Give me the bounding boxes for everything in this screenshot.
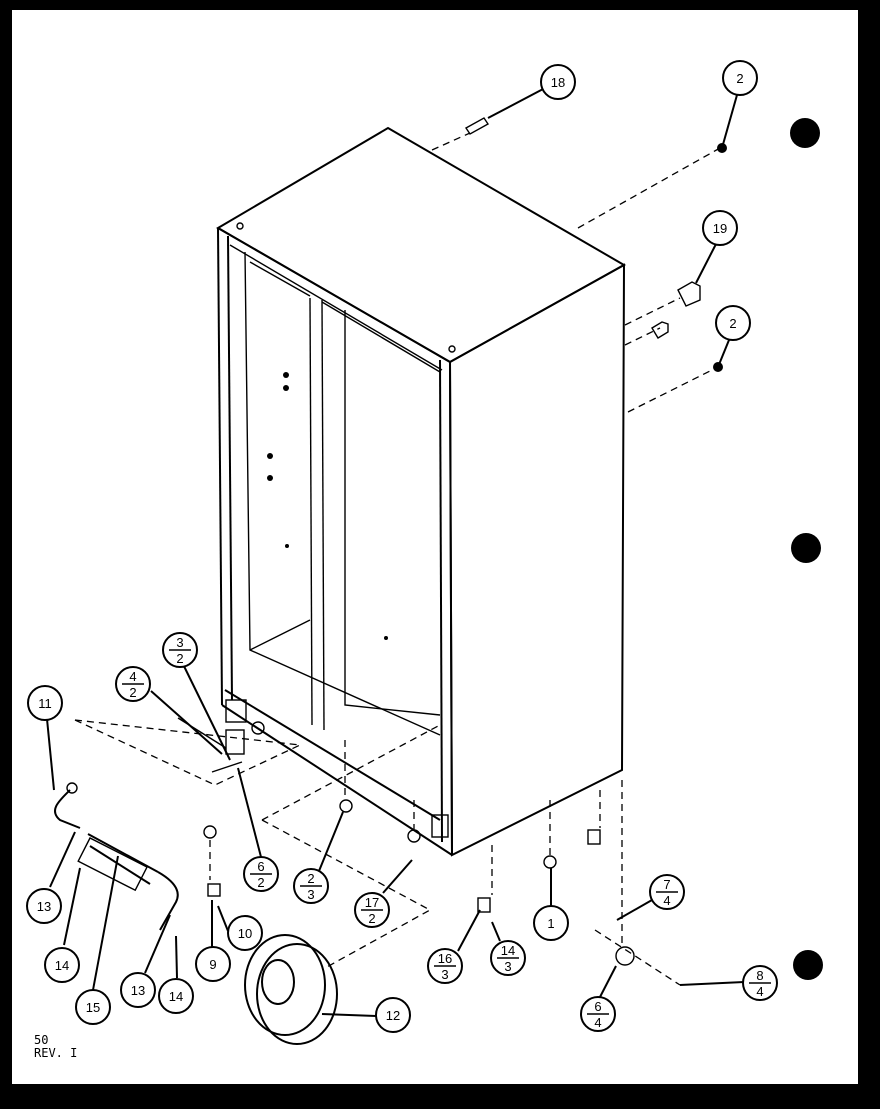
callout-c9: 9 <box>195 946 231 982</box>
callout-c8-4: 8 4 <box>742 965 778 1001</box>
callout-label: 9 <box>209 957 216 972</box>
callout-c13b: 13 <box>120 972 156 1008</box>
registration-mark <box>791 533 821 563</box>
callout-c18: 18 <box>540 64 576 100</box>
callout-label: 19 <box>713 221 727 236</box>
callout-label-bottom: 4 <box>594 1015 601 1030</box>
footer-revision: REV. I <box>34 1046 77 1060</box>
callout-label: 13 <box>37 899 51 914</box>
callout-label: 11 <box>38 696 52 711</box>
leader-lines <box>46 657 745 998</box>
refrigerator-cabinet <box>216 126 627 857</box>
callout-label-top: 17 <box>365 895 379 910</box>
callout-c1: 1 <box>533 905 569 941</box>
callout-label-top: 14 <box>501 943 515 958</box>
callout-label-top: 2 <box>307 871 314 886</box>
bottom-hardware <box>54 717 681 1045</box>
callout-label-bottom: 4 <box>756 984 763 999</box>
callout-c14b: 14 <box>158 978 194 1014</box>
callout-label-top: 3 <box>176 635 183 650</box>
callout-label-top: 6 <box>257 859 264 874</box>
callout-label: 12 <box>386 1008 400 1023</box>
callout-c10: 10 <box>227 915 263 951</box>
callout-c14a: 14 <box>44 947 80 983</box>
callout-label-top: 4 <box>129 669 136 684</box>
callout-label-bottom: 2 <box>129 685 136 700</box>
callout-label-bottom: 2 <box>257 875 264 890</box>
callout-label: 14 <box>55 958 69 973</box>
callout-label: 14 <box>169 989 183 1004</box>
callout-c4-2: 4 2 <box>115 666 151 702</box>
callout-c13a: 13 <box>26 888 62 924</box>
callout-label: 18 <box>551 75 565 90</box>
callout-label: 15 <box>86 1000 100 1015</box>
callout-label: 2 <box>729 316 736 331</box>
callout-c7-4: 7 4 <box>649 874 685 910</box>
callout-c6-4: 6 4 <box>580 996 616 1032</box>
footer-page-number: 50 <box>34 1033 48 1047</box>
callout-label-bottom: 3 <box>504 959 511 974</box>
registration-mark <box>790 118 820 148</box>
callout-label: 13 <box>131 983 145 998</box>
callout-c12: 12 <box>375 997 411 1033</box>
callout-c16-3: 16 3 <box>427 948 463 984</box>
callout-c14-3: 14 3 <box>490 940 526 976</box>
callout-c2-3: 2 3 <box>293 868 329 904</box>
callout-label: 2 <box>736 71 743 86</box>
callout-label-bottom: 4 <box>663 893 670 908</box>
callout-c3-2: 3 2 <box>162 632 198 668</box>
callout-label-top: 6 <box>594 999 601 1014</box>
callout-c6-2: 6 2 <box>243 856 279 892</box>
callout-c2a: 2 <box>722 60 758 96</box>
callout-label-bottom: 2 <box>176 651 183 666</box>
callout-label-bottom: 2 <box>368 911 375 926</box>
top-hardware <box>431 87 738 413</box>
registration-mark <box>793 950 823 980</box>
callout-label: 1 <box>547 916 554 931</box>
callout-label: 10 <box>238 926 252 941</box>
callout-c19: 19 <box>702 210 738 246</box>
callout-c11: 11 <box>27 685 63 721</box>
callout-label-top: 8 <box>756 968 763 983</box>
callout-c15: 15 <box>75 989 111 1025</box>
diagram-sheet <box>12 10 858 1084</box>
callout-c17-2: 17 2 <box>354 892 390 928</box>
callout-label-top: 16 <box>438 951 452 966</box>
callout-label-bottom: 3 <box>441 967 448 982</box>
callout-c2b: 2 <box>715 305 751 341</box>
callout-label-bottom: 3 <box>307 887 314 902</box>
callout-label-top: 7 <box>663 877 670 892</box>
